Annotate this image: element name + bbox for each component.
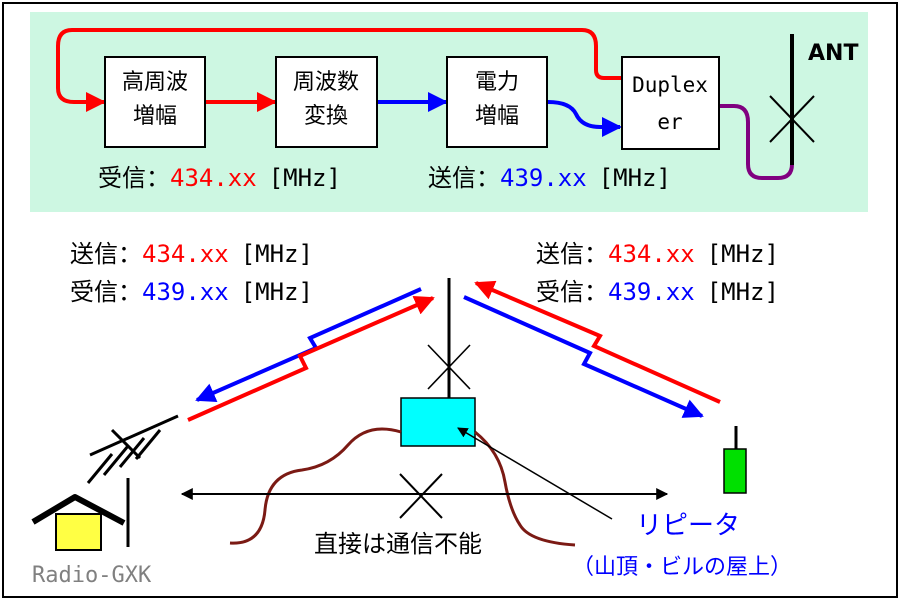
right-tx-label: 送信： <box>536 240 608 268</box>
left-rx-value: 439.xx <box>142 278 229 306</box>
house-roof <box>31 494 126 526</box>
repeater-antenna-element-2 <box>427 344 471 390</box>
converter-label-1: 周波数 <box>293 70 359 95</box>
no-direct-cross-2 <box>399 473 443 519</box>
duplexer-antenna-feed <box>720 104 794 180</box>
right-tx-value: 434.xx <box>608 240 695 268</box>
left-tx-value: 434.xx <box>142 240 229 268</box>
rx-feedback-arrow <box>56 28 622 112</box>
left-tx-freq: 送信：434.xx [MHz] <box>70 240 313 268</box>
right-tx-unit: [MHz] <box>707 240 779 268</box>
power-amp-block <box>446 56 548 148</box>
terrain-right-slope <box>474 430 576 547</box>
yagi-element-5 <box>110 428 142 460</box>
panel-tx-label: 送信： <box>428 164 500 192</box>
yagi-element-1 <box>86 453 114 484</box>
pa-to-duplexer-arrow <box>547 100 622 137</box>
yagi-element-3 <box>118 437 146 468</box>
link-right-to-repeater <box>474 280 721 404</box>
station-name: Radio-GXK <box>32 563 152 588</box>
repeater-box <box>400 397 476 447</box>
handheld-radio <box>723 448 747 494</box>
panel-rx-unit: [MHz] <box>269 164 341 192</box>
yagi-element-4 <box>134 429 162 460</box>
no-direct-label: 直接は通信不能 <box>314 530 482 558</box>
antenna-label: ANT <box>808 41 858 66</box>
house-body <box>55 513 102 551</box>
left-tx-unit: [MHz] <box>241 240 313 268</box>
panel-rx-freq: 受信：434.xx [MHz] <box>98 164 341 192</box>
panel-antenna-element-2 <box>769 95 815 143</box>
link-left-to-repeater <box>187 296 435 422</box>
left-rx-label: 受信： <box>70 278 142 306</box>
yagi-element-2 <box>102 445 130 476</box>
yagi-boom <box>89 414 179 457</box>
repeater-label: リピータ <box>636 511 740 541</box>
link-repeater-to-right <box>463 295 704 418</box>
panel-tx-unit: [MHz] <box>599 164 671 192</box>
home-station <box>31 414 179 551</box>
power-amp-label-2: 増幅 <box>475 104 519 129</box>
right-rx-value: 439.xx <box>608 278 695 306</box>
left-rx-unit: [MHz] <box>241 278 313 306</box>
panel-rx-label: 受信： <box>98 164 170 192</box>
repeater-pointer <box>457 427 613 520</box>
power-amp-label-1: 電力 <box>475 70 519 95</box>
left-tx-label: 送信： <box>70 240 142 268</box>
rf-amp-label-2: 増幅 <box>133 104 177 129</box>
freq-converter-block <box>275 56 378 148</box>
right-rx-unit: [MHz] <box>707 278 779 306</box>
rf-amp-block <box>104 56 206 148</box>
panel-rx-value: 434.xx <box>170 164 257 192</box>
panel-tx-value: 439.xx <box>500 164 587 192</box>
duplexer-label-1: Duplex <box>632 73 708 97</box>
right-rx-label: 受信： <box>536 278 608 306</box>
panel-tx-freq: 送信：439.xx [MHz] <box>428 164 671 192</box>
link-repeater-to-left <box>195 287 422 402</box>
converter-label-2: 変換 <box>304 104 348 129</box>
right-tx-freq: 送信：434.xx [MHz] <box>536 240 779 268</box>
right-rx-freq: 受信：439.xx [MHz] <box>536 278 779 306</box>
duplexer-label-2: er <box>657 110 682 134</box>
rf-amp-label-1: 高周波 <box>122 70 188 95</box>
left-rx-freq: 受信：439.xx [MHz] <box>70 278 313 306</box>
terrain-left-slope <box>229 427 402 545</box>
repeater-location-label: （山頂・ビルの屋上） <box>572 555 792 580</box>
duplexer-block <box>621 56 720 150</box>
